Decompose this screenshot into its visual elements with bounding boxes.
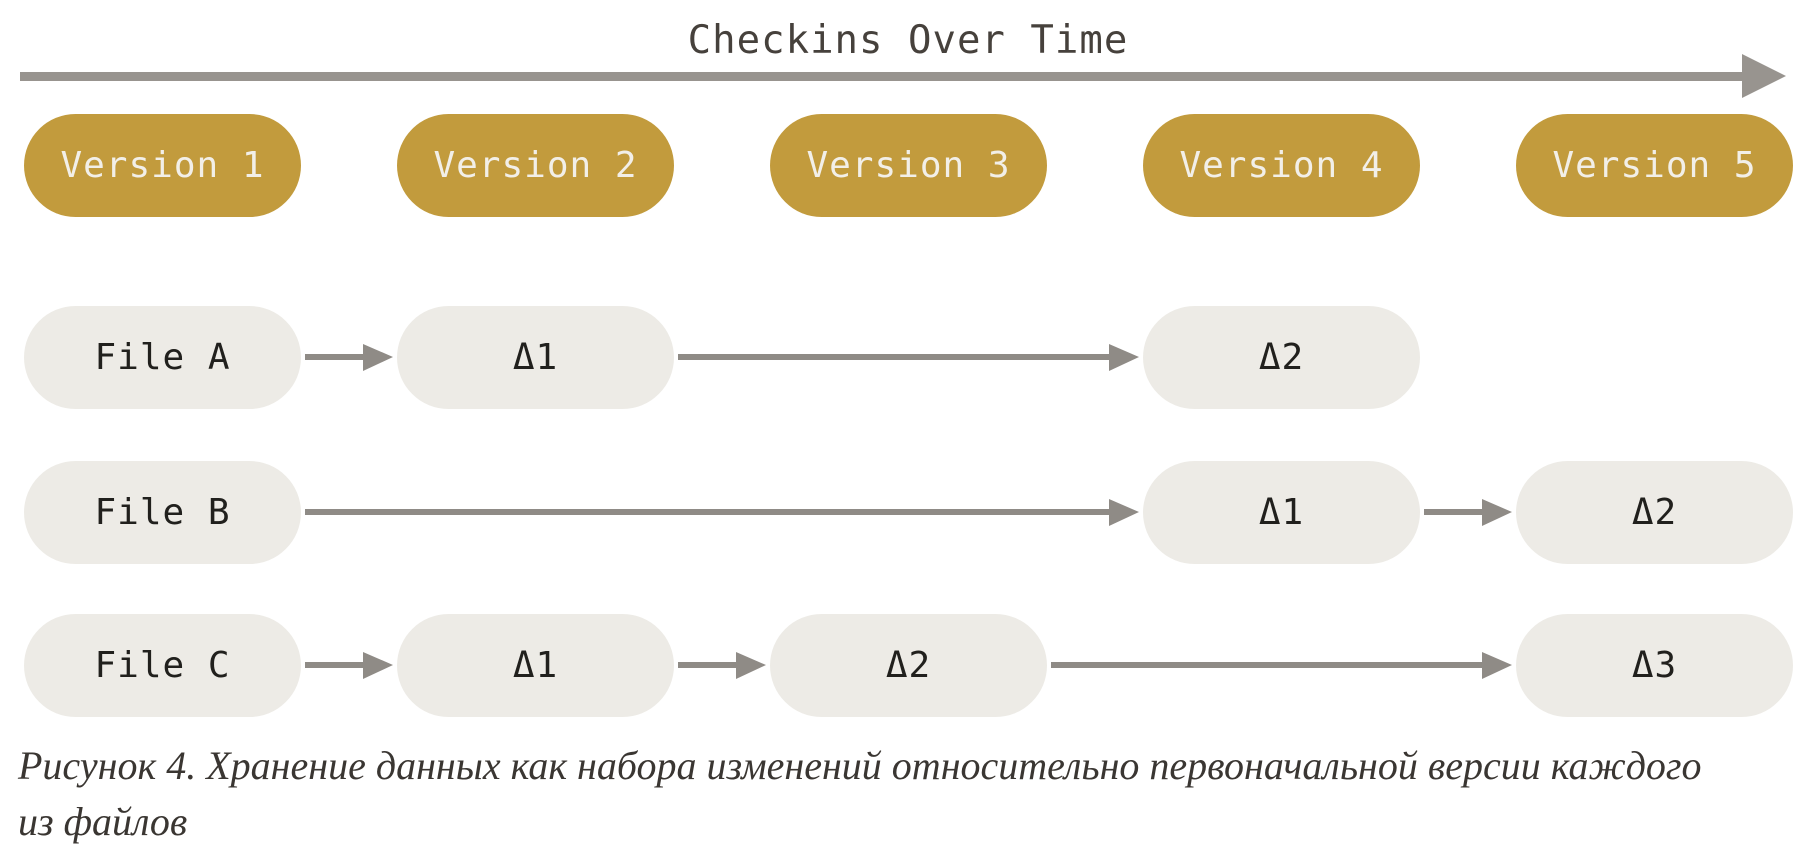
timeline-arrowhead-icon [1742,54,1786,98]
arrow-connector [305,344,393,371]
arrow-connector [305,652,393,679]
arrow-connector [1424,499,1512,526]
version-pill-5: Version 5 [1516,114,1793,217]
file-pill: File B [24,461,301,564]
delta-pill: Δ2 [770,614,1047,717]
delta-pill: Δ2 [1143,306,1420,409]
version-pill-3: Version 3 [770,114,1047,217]
version-pill-2: Version 2 [397,114,674,217]
file-pill: File C [24,614,301,717]
arrowhead-icon [1482,499,1512,526]
arrow-shaft [1424,509,1486,515]
version-pill-4: Version 4 [1143,114,1420,217]
version-pill-3-label: Version 3 [806,145,1011,186]
arrow-shaft [305,509,1113,515]
delta-pill: Δ1 [397,614,674,717]
delta-pill-label: Δ3 [1631,645,1678,686]
caption-line-1: Рисунок 4. Хранение данных как набора из… [18,743,1702,788]
arrow-connector [1051,652,1512,679]
delta-pill-label: Δ1 [512,337,559,378]
arrow-connector [678,344,1139,371]
delta-pill-label: Δ1 [1258,492,1305,533]
arrowhead-icon [363,344,393,371]
caption-line-2: из файлов [18,799,188,844]
file-pill-label: File C [94,645,231,686]
delta-pill-label: Δ1 [512,645,559,686]
arrow-shaft [1051,662,1486,668]
arrowhead-icon [1482,652,1512,679]
figure-caption: Рисунок 4. Хранение данных как набора из… [18,738,1810,850]
file-pill-label: File A [94,337,231,378]
delta-pill: Δ1 [397,306,674,409]
arrow-shaft [678,354,1113,360]
delta-pill-label: Δ2 [1631,492,1678,533]
version-pill-1: Version 1 [24,114,301,217]
version-pill-4-label: Version 4 [1179,145,1384,186]
arrow-shaft [678,662,740,668]
file-pill: File A [24,306,301,409]
delta-pill-label: Δ2 [885,645,932,686]
arrow-shaft [305,662,367,668]
version-pill-5-label: Version 5 [1552,145,1757,186]
version-pill-2-label: Version 2 [433,145,638,186]
arrowhead-icon [736,652,766,679]
arrow-connector [305,499,1139,526]
delta-pill: Δ3 [1516,614,1793,717]
delta-pill: Δ2 [1516,461,1793,564]
arrowhead-icon [1109,499,1139,526]
file-pill-label: File B [94,492,231,533]
timeline-title: Checkins Over Time [687,18,1129,63]
arrow-shaft [305,354,367,360]
arrow-connector [678,652,766,679]
delta-pill-label: Δ2 [1258,337,1305,378]
timeline-arrow-line [20,72,1742,81]
arrowhead-icon [1109,344,1139,371]
version-pill-1-label: Version 1 [60,145,265,186]
arrowhead-icon [363,652,393,679]
delta-pill: Δ1 [1143,461,1420,564]
